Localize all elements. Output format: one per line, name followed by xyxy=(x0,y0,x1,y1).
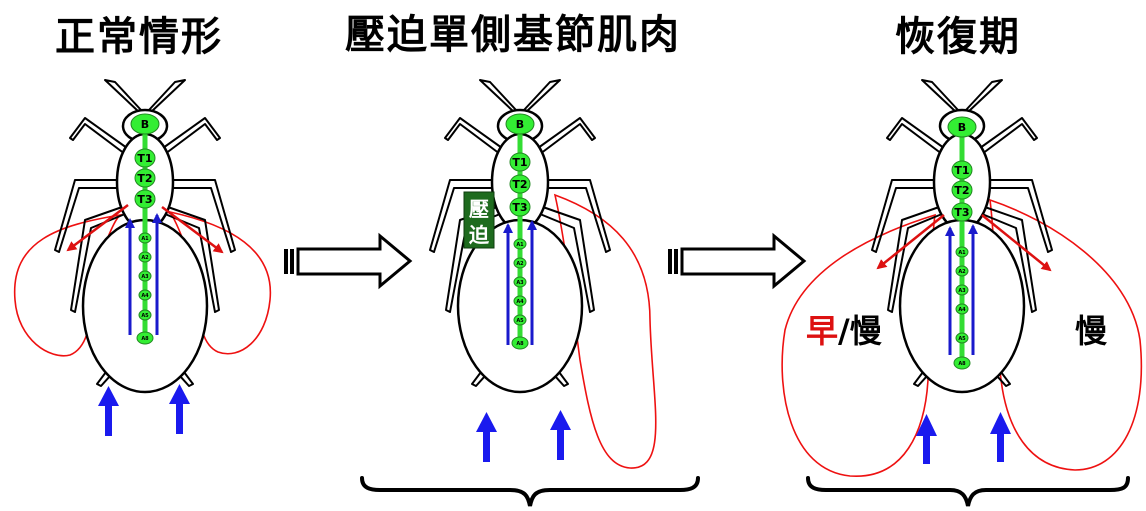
input-arrow-right xyxy=(990,412,1011,462)
ganglion-label: A4 xyxy=(141,293,149,299)
press-label: 壓 迫 xyxy=(464,192,494,248)
ganglion-label: T2 xyxy=(954,184,969,197)
ganglion-label: T3 xyxy=(137,193,152,206)
brace-compressed xyxy=(362,478,698,506)
ganglion-label: T1 xyxy=(137,152,152,165)
ganglion-label: A1 xyxy=(141,236,149,242)
panel-normal: B T1 T2 T3 A1 A2 A3 A4 A5 A8 xyxy=(15,80,271,436)
ganglion-label: B xyxy=(516,118,524,131)
slow-label-left: /慢 xyxy=(838,312,883,350)
panel-compressed: B T1 T2 T3 A1 A2 A3 A4 A5 A8 壓 迫 xyxy=(430,80,656,468)
ganglion-label: A2 xyxy=(516,261,524,267)
transition-arrow-2 xyxy=(668,236,804,286)
ganglion-label: T2 xyxy=(137,172,152,185)
slow-label-right: 慢 xyxy=(1075,312,1108,350)
ganglion-label: A3 xyxy=(958,288,966,294)
early-label: 早 xyxy=(806,312,838,350)
press-char-2: 迫 xyxy=(468,223,490,247)
ganglion-label: B xyxy=(141,118,149,131)
press-char-1: 壓 xyxy=(469,197,489,221)
ganglion-label: A5 xyxy=(958,336,966,342)
ganglion-label: A5 xyxy=(516,318,524,324)
input-arrow-left xyxy=(916,414,937,464)
ganglion-label: T2 xyxy=(512,178,527,191)
input-arrow-right xyxy=(169,384,190,434)
ganglion-label: A8 xyxy=(958,361,966,367)
title-recovery: 恢復期 xyxy=(895,14,1021,60)
title-normal: 正常情形 xyxy=(55,14,223,60)
ganglion-label: A1 xyxy=(516,242,524,248)
ganglion-label: A8 xyxy=(516,341,524,347)
ganglion-label: A3 xyxy=(141,274,149,280)
ganglion-label: A4 xyxy=(516,299,524,305)
ganglion-label: A8 xyxy=(141,336,149,342)
title-compressed: 壓迫單側基節肌肉 xyxy=(345,12,681,58)
ganglion-label: T1 xyxy=(954,164,969,177)
recovery-label-left: 早/慢 xyxy=(806,312,883,350)
ganglion-label: A5 xyxy=(141,313,149,319)
ganglion-label: A4 xyxy=(958,307,966,313)
ganglion-label: A1 xyxy=(958,250,966,256)
panel-recovery: B T1 T2 T3 A1 A2 A3 A4 A5 A8 早/慢 xyxy=(782,80,1141,476)
input-arrow-right xyxy=(550,410,571,460)
ganglion-label: T1 xyxy=(512,156,527,169)
ganglion-label: A3 xyxy=(516,280,524,286)
brace-recovery xyxy=(808,478,1128,506)
transition-arrow-1 xyxy=(284,236,410,286)
ganglion-label: B xyxy=(958,121,966,134)
ganglion-label: T3 xyxy=(954,206,969,219)
ganglion-label: T3 xyxy=(512,201,527,214)
ganglion-label: A2 xyxy=(141,255,149,261)
input-arrow-left xyxy=(476,412,497,462)
ganglion-label: A2 xyxy=(958,269,966,275)
input-arrow-left xyxy=(98,386,119,436)
